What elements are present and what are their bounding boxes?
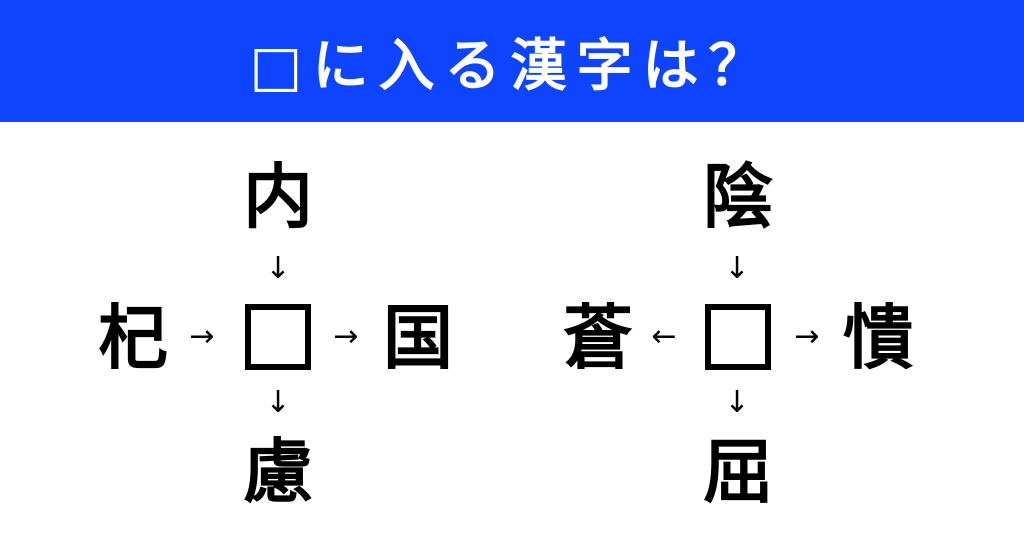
puzzle-1-bottom-arrow-icon: ↓ [265, 385, 291, 420]
puzzle-1-top-arrow-icon: ↓ [265, 251, 291, 286]
puzzle-1-right-arrow-icon: → [333, 319, 359, 354]
banner-title: □に入る漢字は？ [249, 33, 775, 99]
puzzle-1-left-kanji: 杞 [98, 297, 168, 379]
puzzle-2-left-arrow-icon: ← [651, 319, 677, 354]
puzzle-1-left-arrow-icon: → [189, 319, 215, 354]
puzzle-2-right-arrow-icon: → [794, 319, 820, 354]
puzzle-2-bottom-arrow-icon: ↓ [724, 385, 750, 420]
puzzle-1-blank-box[interactable] [245, 304, 311, 370]
puzzle-2-left-kanji: 蒼 [563, 297, 633, 379]
puzzle-1-right-kanji: 国 [383, 297, 453, 379]
puzzle-2-top-kanji: 陰 [703, 156, 773, 238]
puzzle-2-top-arrow-icon: ↓ [724, 251, 750, 286]
puzzle-2-bottom-kanji: 屈 [703, 431, 773, 513]
title-banner: □に入る漢字は？ [0, 0, 1024, 122]
puzzle-1-top-kanji: 内 [243, 156, 313, 238]
puzzle-1-bottom-kanji: 慮 [243, 431, 313, 513]
puzzle-2-blank-box[interactable] [705, 304, 771, 370]
puzzle-2-right-kanji: 憒 [843, 297, 913, 379]
